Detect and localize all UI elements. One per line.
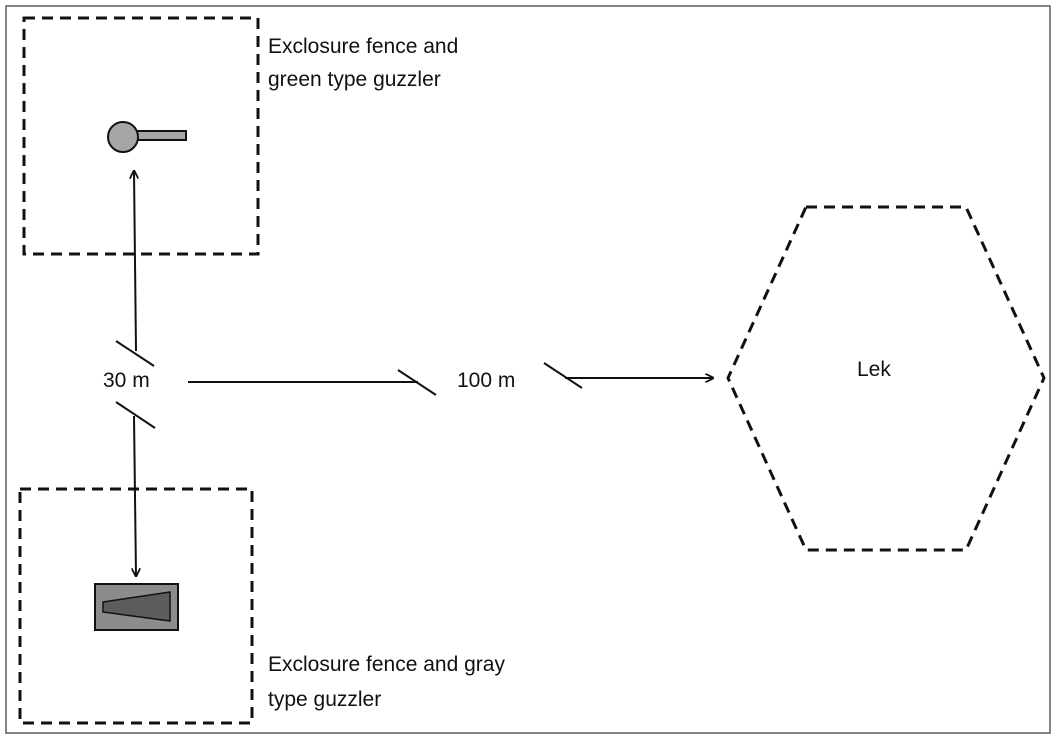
arrow-to-gray-guzzler [134,415,136,576]
lek-label: Lek [857,358,891,381]
green-exclosure-fence [22,16,260,256]
break-mark-top [115,340,155,367]
lek-boundary [726,205,1046,552]
gray-guzzler-icon [94,583,179,631]
arrow-to-green-guzzler [134,171,136,352]
gray-exclosure-fence [18,487,254,725]
break-mark-left [397,369,437,396]
distance-label-30m: 30 m [103,369,150,392]
break-mark-bottom [115,401,156,429]
break-mark-right [543,362,583,389]
gray-exclosure-label: Exclosure fence and gray type guzzler [268,653,511,711]
green-guzzler-icon [107,121,187,153]
distance-label-100m: 100 m [457,369,515,392]
green-exclosure-label: Exclosure fence and green type guzzler [268,35,464,91]
outer-border [5,5,1051,734]
